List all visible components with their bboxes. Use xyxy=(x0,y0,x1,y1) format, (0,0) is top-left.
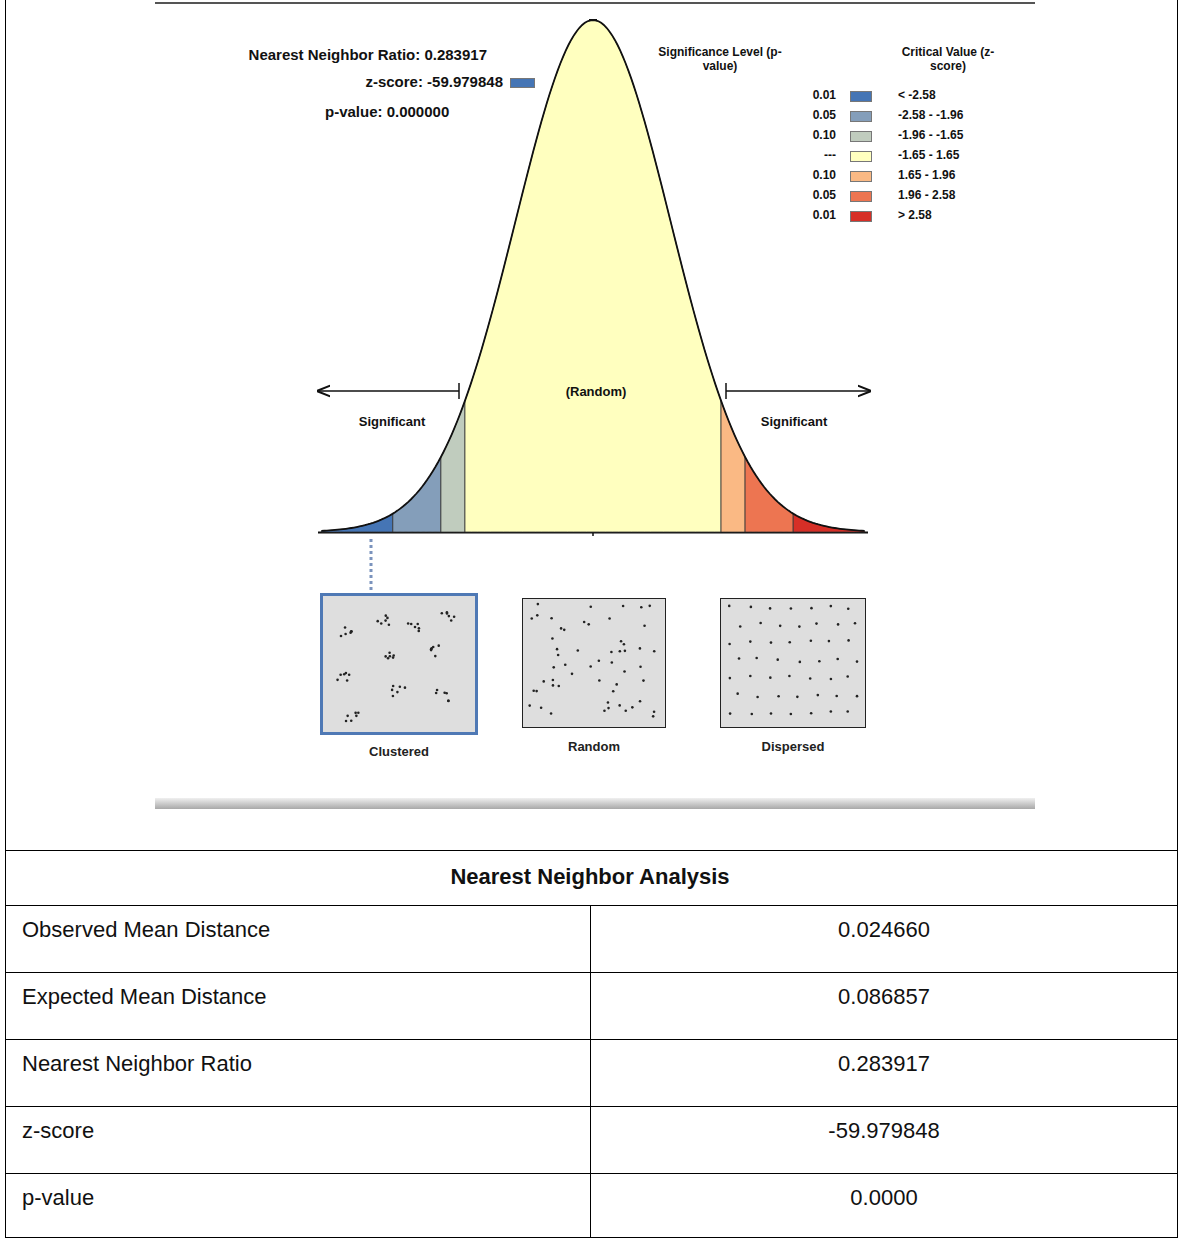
chart-label: Significant xyxy=(761,414,827,430)
legend-swatch xyxy=(850,171,872,182)
legend-swatch xyxy=(850,111,872,122)
chart-label: 0.05 xyxy=(813,188,836,202)
table-cell: Nearest Neighbor Ratio xyxy=(22,1051,252,1077)
table-cell: 0.086857 xyxy=(838,984,930,1010)
chart-label: 0.10 xyxy=(813,168,836,182)
arrow-tick xyxy=(725,383,727,399)
leader-line xyxy=(370,539,373,590)
table-border xyxy=(5,905,1178,906)
legend-text: > 2.58 xyxy=(898,208,932,222)
table-border xyxy=(5,1106,1178,1107)
pattern-box: Clustered xyxy=(320,593,478,735)
table-border xyxy=(5,0,6,1237)
chart-label: 0.05 xyxy=(813,108,836,122)
chart-label: 0.01 xyxy=(813,208,836,222)
chart-label: 0.10 xyxy=(813,128,836,142)
chart-label: p-value: 0.000000 xyxy=(325,103,449,121)
legend-swatch xyxy=(850,151,872,162)
legend-text: -1.65 - 1.65 xyxy=(898,148,959,162)
legend-text: -2.58 - -1.96 xyxy=(898,108,963,122)
legend-text: 1.96 - 2.58 xyxy=(898,188,955,202)
frame xyxy=(5,0,1178,1238)
legend-swatch xyxy=(850,91,872,102)
table-cell: 0.0000 xyxy=(850,1185,917,1211)
table-border xyxy=(5,972,1178,973)
table-cell: 0.024660 xyxy=(838,917,930,943)
table-cell: z-score xyxy=(22,1118,94,1144)
curve-band xyxy=(721,401,745,532)
bell-curve xyxy=(321,20,864,532)
point-pattern xyxy=(323,596,473,730)
pattern-label: Clustered xyxy=(369,744,429,759)
z-score-swatch xyxy=(510,78,535,88)
arrow-tick xyxy=(458,383,460,399)
table-cell: 0.283917 xyxy=(838,1051,930,1077)
chart-label: Significance Level (p-value) xyxy=(655,45,785,74)
table-cell: Expected Mean Distance xyxy=(22,984,267,1010)
table-title: Nearest Neighbor Analysis xyxy=(450,864,729,890)
pattern-label: Dispersed xyxy=(762,739,825,754)
legend-swatch xyxy=(850,131,872,142)
curve-band xyxy=(465,20,721,532)
table-border xyxy=(590,905,591,1237)
pattern-box: Dispersed xyxy=(720,598,866,728)
table-border xyxy=(1177,0,1178,1237)
bottom-bar xyxy=(155,798,1035,809)
point-pattern xyxy=(721,599,859,721)
curve-band xyxy=(793,514,864,532)
legend-swatch xyxy=(850,191,872,202)
chart-label: --- xyxy=(824,148,836,162)
legend-text: 1.65 - 1.96 xyxy=(898,168,955,182)
chart-label: Nearest Neighbor Ratio: 0.283917 xyxy=(249,46,487,64)
chart-label: 0.01 xyxy=(813,88,836,102)
legend-text: -1.96 - -1.65 xyxy=(898,128,963,142)
table-border xyxy=(5,850,1178,851)
pattern-label: Random xyxy=(568,739,620,754)
chart-label: Critical Value (z-score) xyxy=(898,45,998,74)
curve-outline xyxy=(321,20,864,531)
table-cell: Observed Mean Distance xyxy=(22,917,270,943)
significance-arrow xyxy=(318,390,459,392)
point-pattern xyxy=(523,599,659,721)
curve-band xyxy=(321,514,392,532)
legend-swatch xyxy=(850,211,872,222)
table-border xyxy=(5,1237,1178,1238)
chart-label: Significant xyxy=(359,414,425,430)
chart-label: (Random) xyxy=(566,384,627,400)
curve-band xyxy=(441,401,465,532)
table-border xyxy=(5,1173,1178,1174)
table-cell: p-value xyxy=(22,1185,94,1211)
pattern-box: Random xyxy=(522,598,666,728)
table-cell: -59.979848 xyxy=(828,1118,939,1144)
significance-arrow xyxy=(726,390,870,392)
legend-text: < -2.58 xyxy=(898,88,936,102)
chart-label: z-score: -59.979848 xyxy=(365,73,503,91)
table-border xyxy=(5,1039,1178,1040)
top-rule xyxy=(155,2,1035,4)
